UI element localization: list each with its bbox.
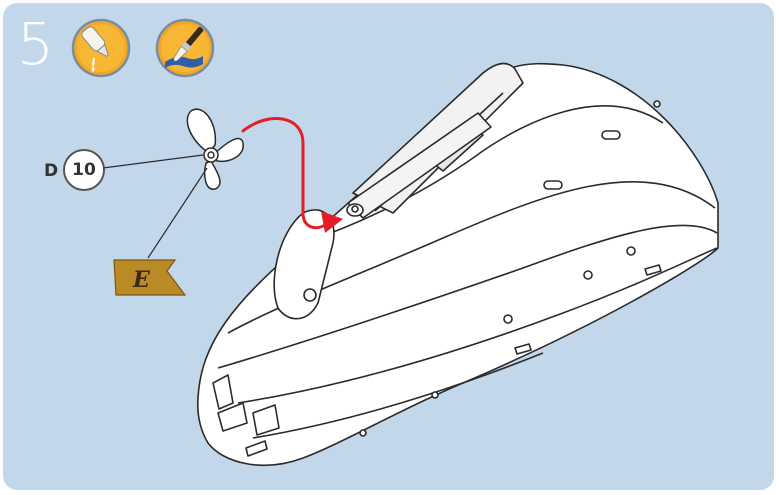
leader-line-flag [148,168,207,258]
flag-label: E [133,267,150,293]
part-number-badge: 10 [63,149,105,191]
propeller [187,109,243,189]
boat-hull [198,63,718,465]
instruction-panel: 5 [3,3,774,490]
part-letter: D [44,161,58,181]
assembly-illustration [3,3,774,490]
leader-line-part [103,155,203,168]
